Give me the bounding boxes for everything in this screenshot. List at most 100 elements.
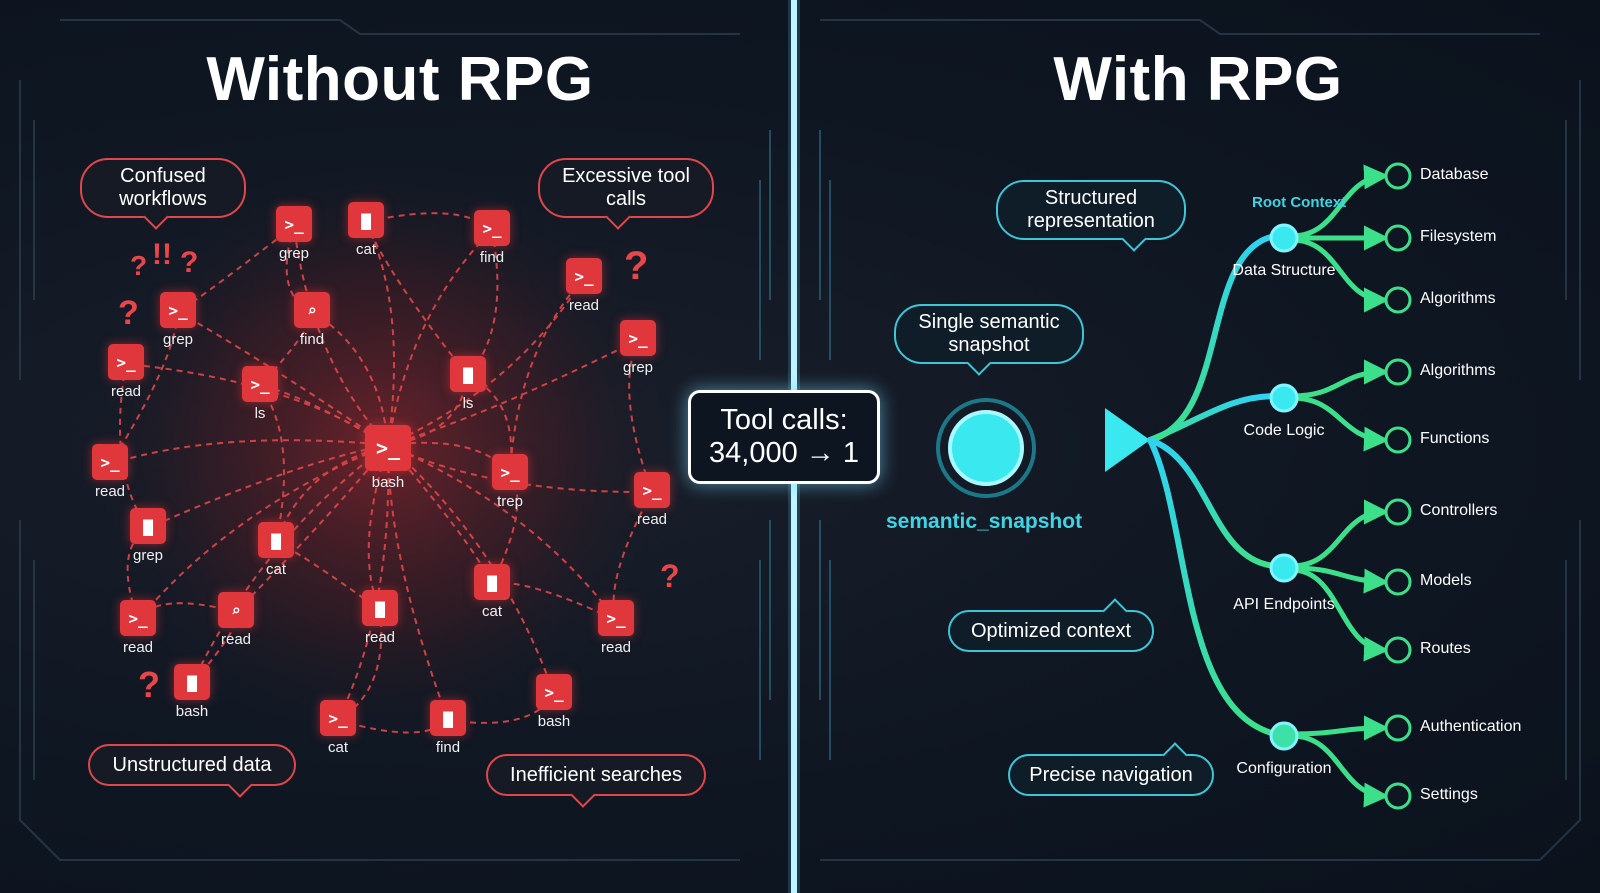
tool-read: >_read (584, 600, 648, 656)
chaos-arrow (490, 473, 519, 587)
tool-label: bash (371, 474, 405, 491)
question-mark-icon: ? (138, 664, 160, 705)
chaos-arrow (337, 718, 450, 734)
tool-label: find (299, 331, 325, 348)
terminal-icon: >_ (276, 206, 312, 242)
chaos-arrow (119, 363, 150, 530)
bubble-single-semantic-snapshot: Single semantic snapshot (894, 304, 1084, 364)
terminal-icon: >_ (365, 425, 411, 471)
chaos-arrow (447, 691, 556, 724)
tool-cat: ▇cat (244, 522, 308, 578)
tool-label: cat (327, 739, 348, 756)
tool-grep: >_grep (262, 206, 326, 262)
tool-label: read (122, 639, 154, 656)
tool-label: cat (265, 561, 286, 578)
snapshot-arrow-head (1105, 408, 1150, 472)
tool-ls: >_ls (228, 366, 292, 422)
tool-find: >_find (460, 210, 524, 266)
chaos-arrow (387, 228, 494, 446)
tool-label: bash (175, 703, 209, 720)
terminal-icon: >_ (620, 320, 656, 356)
tool-read: >_read (94, 344, 158, 400)
tool-ls: ▇ls (436, 356, 500, 412)
tool-label: grep (132, 547, 164, 564)
chaos-arrow (289, 223, 389, 446)
chaos-arrow (387, 444, 451, 723)
snapshot-label: semantic_snapshot (886, 510, 1083, 533)
tool-label: read (364, 629, 396, 646)
tool-label: read (636, 511, 668, 528)
search-icon: ⌕ (294, 292, 330, 328)
chaos-arrow (504, 277, 585, 477)
chaos-arrow (387, 444, 557, 697)
left-panel-frame (19, 19, 740, 861)
chaos-arrow (364, 219, 396, 446)
question-mark-icon: ? (624, 244, 649, 288)
tool-label: ls (462, 395, 474, 412)
tool-grep: >_grep (146, 292, 210, 348)
tool-find: ⌕ find (280, 292, 344, 348)
terminal-icon: >_ (160, 292, 196, 328)
leaf-label: Filesystem (1420, 228, 1497, 245)
tool-label: read (94, 483, 126, 500)
tool-label: cat (481, 603, 502, 620)
terminal-icon: >_ (536, 674, 572, 710)
question-mark-icon: ? (660, 558, 680, 594)
terminal-icon: >_ (566, 258, 602, 294)
branch-api-endpoints (1147, 437, 1278, 569)
tool-grep: ▇ grep (116, 508, 180, 564)
tool-label: find (479, 249, 505, 266)
tool-read: >_read (552, 258, 616, 314)
branch-configuration (1147, 437, 1278, 737)
chaos-arrow (107, 439, 389, 467)
folder-icon: ▇ (362, 590, 398, 626)
branch-code-logic (1147, 393, 1278, 443)
chaos-arrow (123, 358, 389, 446)
tool-bash: >_bash (348, 425, 428, 491)
chaos-arrow (491, 582, 619, 622)
tool-cat: ▇cat (460, 564, 524, 620)
folder-icon: ▇ (130, 508, 166, 544)
question-mark-icon: ? (130, 250, 148, 281)
right-title: With RPG (1053, 45, 1343, 114)
chaos-arrow (136, 444, 389, 622)
folder-icon: ▇ (348, 202, 384, 238)
tool-label: trep (497, 493, 523, 510)
node-data-structure (1269, 223, 1299, 253)
left-title: Without RPG (206, 45, 594, 114)
leaf-label: Routes (1420, 640, 1471, 657)
tool-label: read (220, 631, 252, 648)
tool-bash: ▇ bash (160, 664, 224, 720)
tool-label: bash (537, 713, 571, 730)
terminal-icon: >_ (120, 600, 156, 636)
leaf-label: Functions (1420, 430, 1490, 447)
tool-calls-box: Tool calls: 34,000 → 1 (688, 390, 880, 484)
terminal-icon: >_ (92, 444, 128, 480)
bubble-structured-representation: Structured representation (996, 180, 1186, 240)
snapshot-node (948, 410, 1024, 486)
chaos-arrow (309, 310, 389, 446)
tool-label: grep (622, 359, 654, 376)
folder-icon: ▇ (174, 664, 210, 700)
tool-bash: >_bash (522, 674, 586, 730)
terminal-icon: >_ (598, 600, 634, 636)
folder-icon: ▇ (430, 700, 466, 736)
root-context-label: Root Context (1252, 194, 1347, 211)
bubble-confused-workflows: Confused workflows (80, 158, 246, 218)
chaos-arrow (234, 444, 389, 614)
tool-read: ⌕read (204, 592, 268, 648)
chaos-arrow (387, 338, 641, 446)
tool-calls-line2: 34,000 → 1 (709, 437, 859, 469)
tool-read: ▇ read (348, 590, 412, 646)
tool-label: read (110, 383, 142, 400)
branch-label-1: Code Logic (1243, 422, 1325, 439)
branch-label-3: Configuration (1236, 760, 1332, 777)
tool-find: ▇find (416, 700, 480, 756)
leaf-label: Models (1420, 572, 1472, 589)
tool-read: >_read (620, 472, 684, 528)
leaf-label: Controllers (1420, 502, 1498, 519)
branch-label-0: Data Structure (1232, 262, 1336, 279)
leaf-label: Authentication (1420, 718, 1522, 735)
chaos-arrow (145, 444, 389, 530)
